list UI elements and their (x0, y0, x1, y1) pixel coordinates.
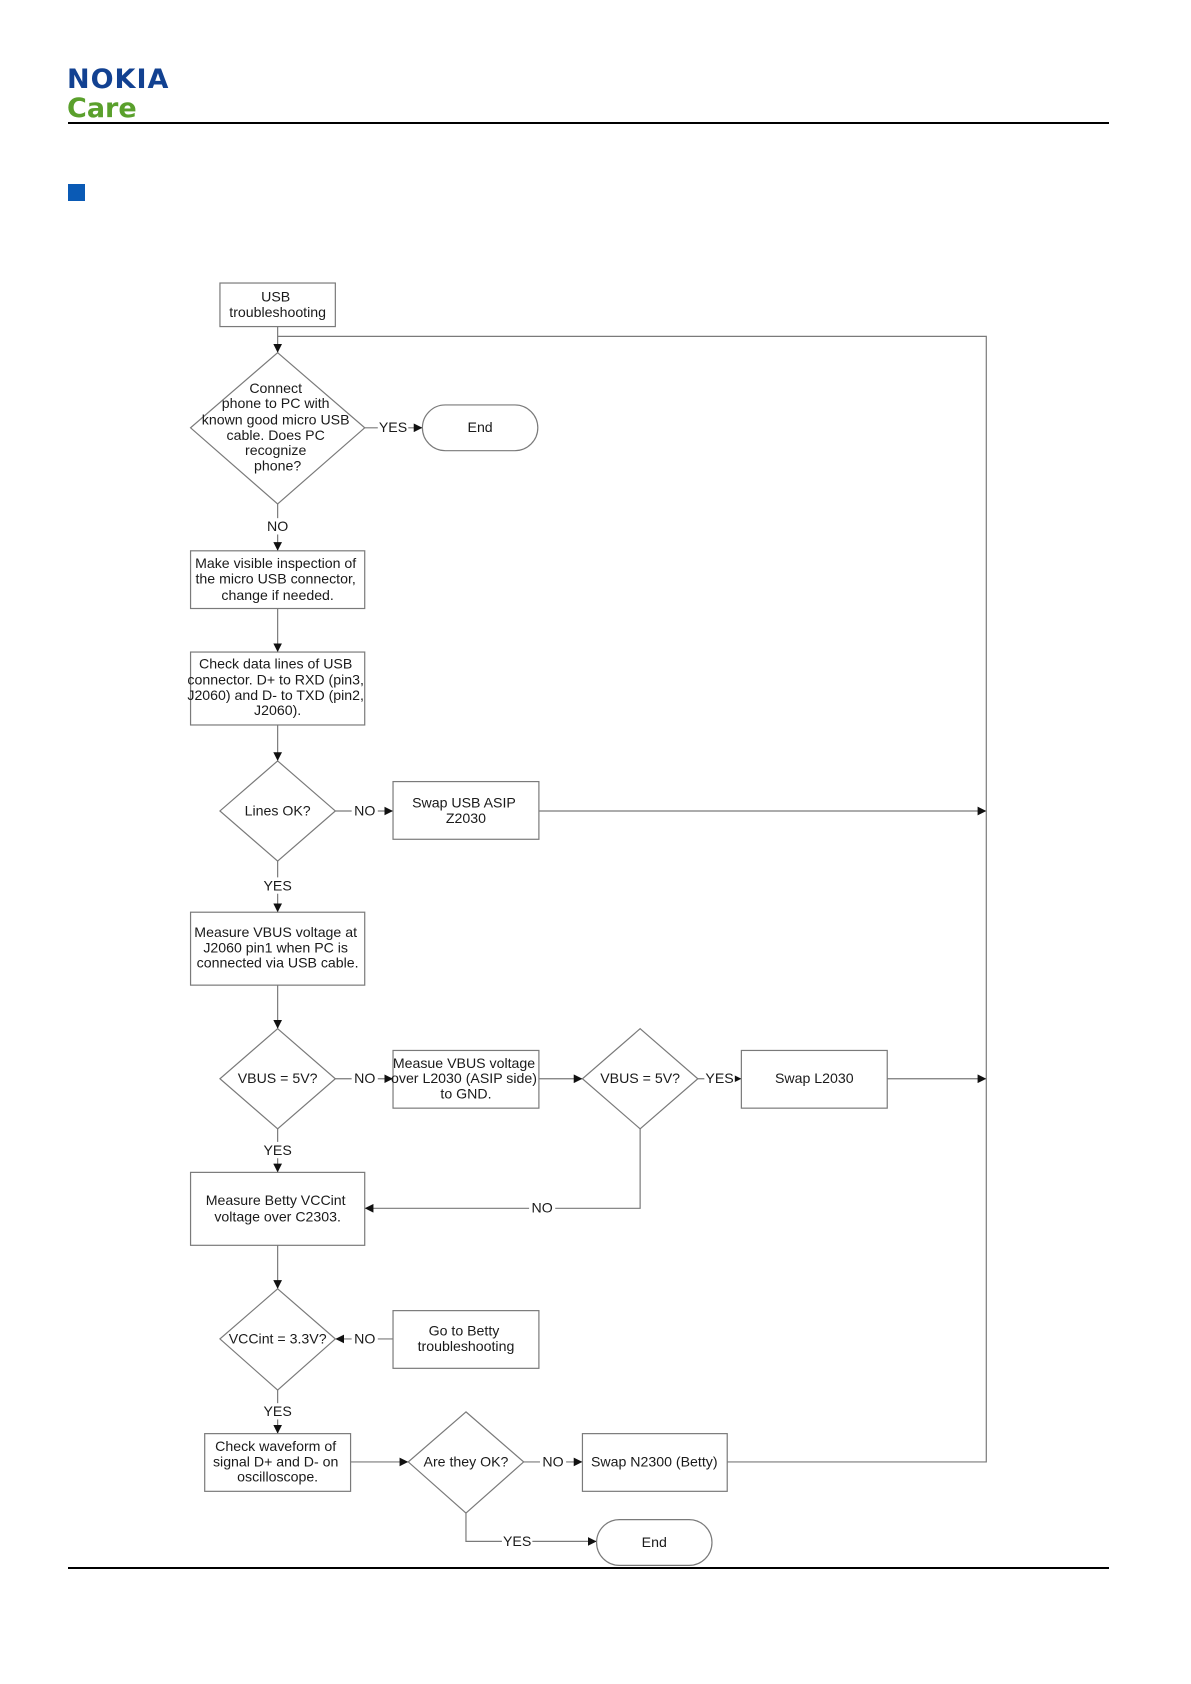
text-end-1: End (468, 419, 493, 435)
footer-rule (68, 1567, 1109, 1569)
text-q-vbus-1: VBUS = 5V? (238, 1070, 318, 1086)
node-measure-vccint (189, 1171, 366, 1246)
node-end-1 (421, 404, 539, 452)
flow-node-texts: USB troubleshooting Connect phone to PC … (187, 289, 853, 1550)
node-measure-vbus (189, 911, 366, 986)
node-inspect (189, 550, 366, 610)
label-lines-yes: YES (263, 877, 291, 893)
text-end-2: End (642, 1534, 667, 1550)
node-swap-l2030 (740, 1049, 888, 1109)
section-marker-square (68, 184, 85, 201)
node-q-vbus-1 (219, 1027, 337, 1130)
nokia-care-logo: NOKIA Care (67, 66, 169, 122)
nokia-wordmark: NOKIA (67, 64, 170, 95)
text-start: USB troubleshooting (229, 289, 326, 320)
node-q-lines (219, 760, 337, 862)
node-q-ok (407, 1411, 525, 1514)
text-measure-vbus: Measure VBUS voltage at J2060 pin1 when … (194, 924, 361, 970)
text-check-lines: Check data lines of USB connector. D+ to… (187, 655, 368, 718)
node-check-lines (189, 651, 366, 726)
node-swap-asip (392, 780, 540, 840)
node-go-betty (392, 1310, 540, 1369)
label-lines-no: NO (354, 802, 375, 818)
edge-vbus2-no (364, 1128, 641, 1213)
text-q-connect: Connect phone to PC with known good micr… (202, 380, 354, 473)
node-end-2 (595, 1519, 713, 1566)
label-vbus2-no: NO (532, 1200, 553, 1216)
text-q-vbus-2: VBUS = 5V? (600, 1070, 680, 1086)
label-vccint-no: NO (354, 1330, 375, 1346)
care-wordmark: Care (67, 93, 137, 124)
text-swap-n2300: Swap N2300 (Betty) (591, 1453, 718, 1469)
node-start (219, 282, 336, 328)
flow-nodes (189, 282, 888, 1566)
node-q-connect (189, 351, 366, 505)
node-check-waveform (204, 1433, 352, 1492)
label-vbus1-yes: YES (263, 1142, 291, 1158)
header-rule (68, 122, 1109, 124)
node-swap-n2300 (581, 1433, 728, 1492)
flow-connectors (273, 326, 987, 1546)
text-check-waveform: Check waveform of signal D+ and D- on os… (213, 1438, 342, 1484)
text-measure-vccint: Measure Betty VCCint voltage over C2303. (206, 1192, 350, 1224)
text-q-ok: Are they OK? (424, 1453, 509, 1469)
label-vccint-yes: YES (263, 1403, 291, 1419)
label-connect-no: NO (267, 518, 288, 534)
edge-loop-back-rail (277, 335, 987, 1463)
label-connect-yes: YES (379, 419, 407, 435)
text-q-lines: Lines OK? (245, 802, 311, 818)
text-swap-l2030: Swap L2030 (775, 1070, 854, 1086)
text-swap-asip: Swap USB ASIP Z2030 (412, 795, 520, 826)
label-ok-no: NO (542, 1453, 563, 1469)
flow-edge-labels: YES NO NO YES NO YES YES NO NO YES NO YE… (262, 419, 735, 1550)
text-q-vccint: VCCint = 3.3V? (229, 1330, 327, 1346)
edge-ok-yes (465, 1513, 597, 1546)
node-q-vccint (219, 1288, 337, 1391)
label-ok-yes: YES (503, 1533, 531, 1549)
text-measure-l2030: Measue VBUS voltage over L2030 (ASIP sid… (391, 1055, 541, 1101)
node-q-vbus-2 (581, 1027, 699, 1130)
label-vbus1-no: NO (354, 1070, 375, 1086)
node-measure-l2030 (392, 1049, 540, 1109)
label-vbus2-yes: YES (705, 1070, 733, 1086)
text-inspect: Make visible inspection of the micro USB… (195, 555, 360, 603)
text-go-betty: Go to Betty troubleshooting (418, 1323, 515, 1354)
